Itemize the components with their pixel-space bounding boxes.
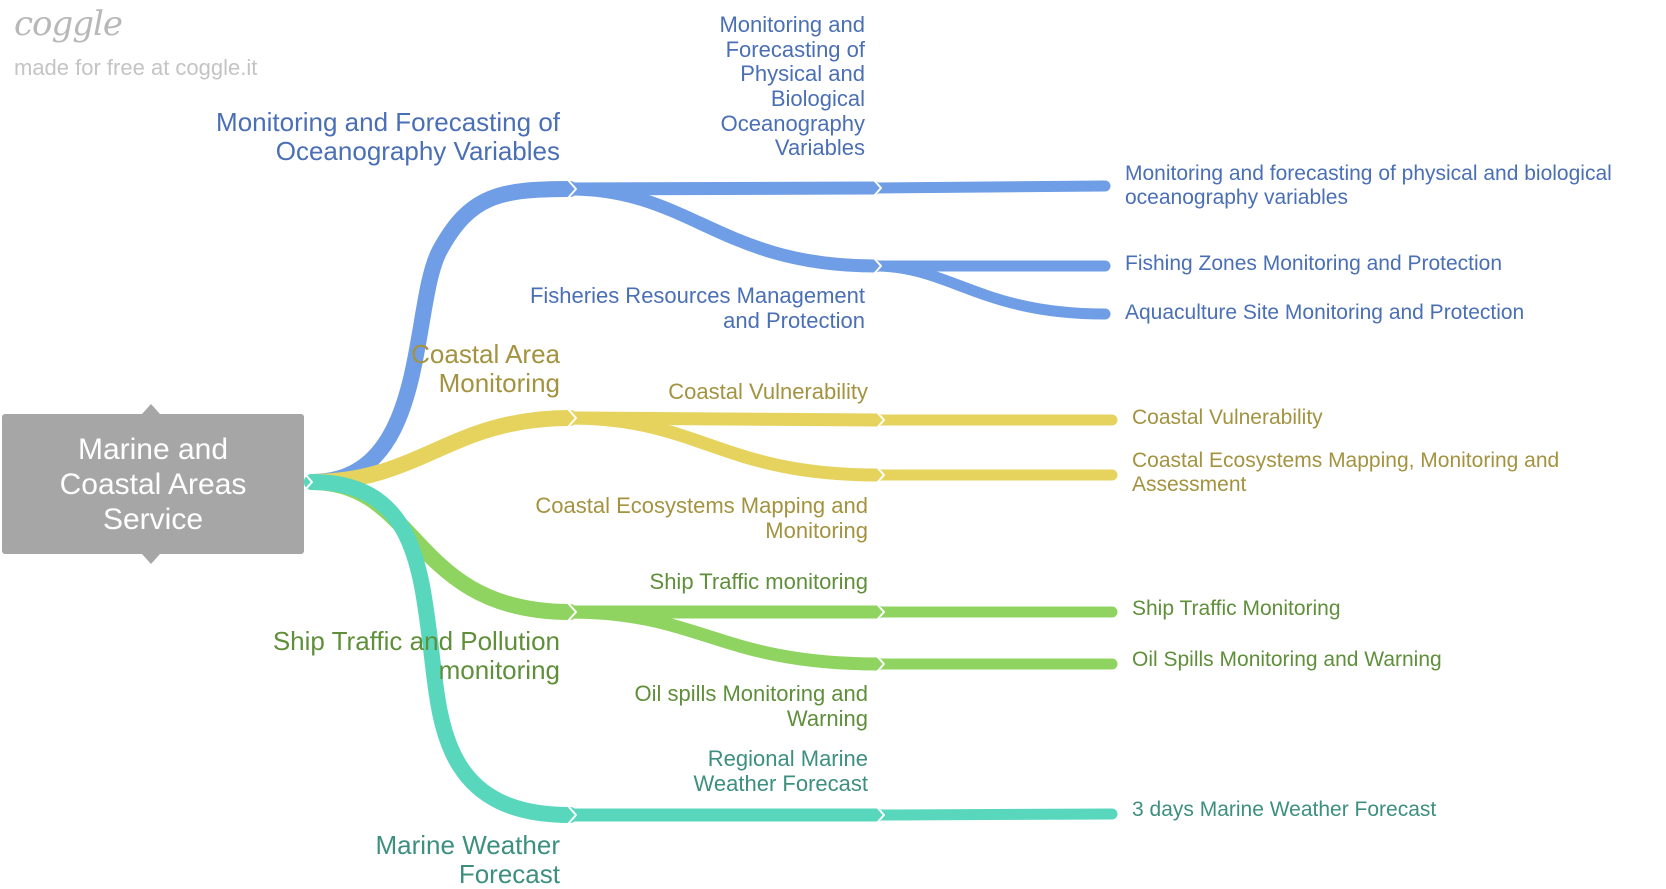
- branch-label-ocean[interactable]: Monitoring and Forecasting of Oceanograp…: [216, 107, 560, 167]
- branch-weather-main: [304, 474, 578, 823]
- branch-label-weather[interactable]: Marine Weather Forecast: [375, 830, 561, 889]
- node-chevron: [875, 654, 885, 674]
- node-label-physical-biological[interactable]: Monitoring and Forecasting of Physical a…: [719, 12, 865, 161]
- node-chevron: [567, 602, 577, 622]
- root-notch-bottom: [142, 554, 160, 564]
- node-chevron: [875, 805, 885, 825]
- leaf-label-aquaculture[interactable]: Aquaculture Site Monitoring and Protecti…: [1125, 301, 1525, 324]
- branch-ocean-physical-leaf: [869, 180, 1111, 194]
- leaf-label-coastal-vulnerability[interactable]: Coastal Vulnerability: [1132, 406, 1323, 429]
- node-chevron: [875, 465, 885, 485]
- branch-weather-regional-leaf: [872, 808, 1118, 821]
- branch-coastal-main: [304, 410, 578, 490]
- branch-ship-oil: [563, 605, 885, 671]
- node-chevron: [567, 408, 577, 428]
- node-chevron: [872, 178, 882, 198]
- leaf-label-3day-weather[interactable]: 3 days Marine Weather Forecast: [1132, 798, 1437, 821]
- coggle-tagline[interactable]: made for free at coggle.it: [14, 55, 258, 80]
- node-chevron: [875, 602, 885, 622]
- root-node[interactable]: Marine and Coastal Areas Service: [2, 414, 304, 554]
- branch-coastal-ecosystems: [563, 411, 885, 482]
- node-label-ship-traffic[interactable]: Ship Traffic monitoring: [649, 569, 868, 594]
- branch-ocean-aquaculture-leaf: [869, 260, 1111, 320]
- node-label-regional-weather[interactable]: Regional Marine Weather Forecast: [693, 746, 868, 796]
- node-label-coastal-ecosystems[interactable]: Coastal Ecosystems Mapping and Monitorin…: [535, 493, 868, 543]
- leaf-label-fishing-zones[interactable]: Fishing Zones Monitoring and Protection: [1125, 252, 1503, 275]
- coggle-logo[interactable]: coggle: [14, 4, 123, 44]
- branch-ocean-fisheries: [563, 182, 882, 273]
- root-label: Marine and Coastal Areas Service: [59, 432, 247, 536]
- branch-label-coastal[interactable]: Coastal Area Monitoring: [411, 339, 560, 399]
- node-chevron: [303, 472, 313, 492]
- node-label-coastal-vulnerability[interactable]: Coastal Vulnerability: [668, 379, 868, 404]
- leaf-label-physical-biological[interactable]: Monitoring and forecasting of physical a…: [1125, 162, 1612, 209]
- leaf-label-coastal-ecosystems[interactable]: Coastal Ecosystems Mapping, Monitoring a…: [1132, 449, 1560, 496]
- node-chevron: [567, 805, 577, 825]
- leaf-label-ship-traffic[interactable]: Ship Traffic Monitoring: [1132, 597, 1341, 620]
- leaf-label-oil-spills[interactable]: Oil Spills Monitoring and Warning: [1132, 648, 1442, 671]
- node-label-oil-spills[interactable]: Oil spills Monitoring and Warning: [634, 681, 868, 731]
- branch-ocean-main: [304, 181, 578, 490]
- node-label-fisheries[interactable]: Fisheries Resources Management and Prote…: [529, 283, 865, 333]
- branch-label-ship[interactable]: Ship Traffic and Pollution monitoring: [272, 626, 560, 686]
- node-chevron: [567, 179, 577, 199]
- root-notch-top: [142, 404, 160, 414]
- node-chevron: [875, 410, 885, 430]
- node-chevron: [872, 256, 882, 276]
